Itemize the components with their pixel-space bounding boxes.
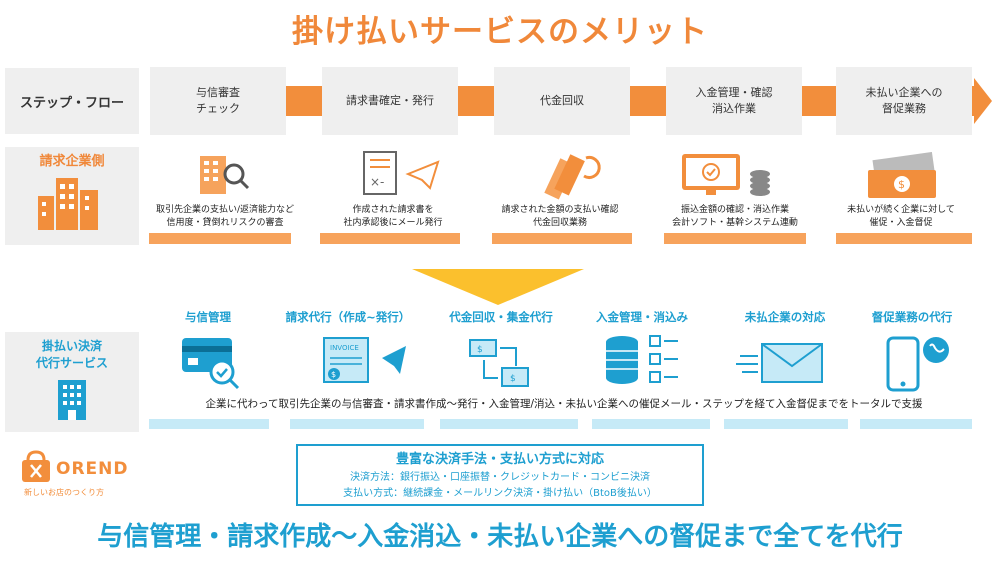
orend-logo-icon xyxy=(22,450,50,482)
blue-bar xyxy=(860,419,972,429)
money-collect-icon xyxy=(544,154,601,200)
step-reconcile: 入金管理・確認 消込作業 xyxy=(666,67,802,135)
blue-bar xyxy=(724,419,848,429)
page-title: 掛け払いサービスのメリット xyxy=(292,14,708,50)
step-credit-check: 与信審査 チェック xyxy=(150,67,286,135)
office-building-icon xyxy=(58,380,86,420)
orange-bar xyxy=(320,233,460,244)
orange-bar xyxy=(492,233,632,244)
orange-bar xyxy=(836,233,972,244)
orange-bar xyxy=(664,233,806,244)
cash-bills-icon: $ xyxy=(868,152,936,198)
blue-bar xyxy=(290,419,424,429)
payment-styles-text: 支払い方式：継続課金・メールリンク決済・掛け払い（BtoB後払い） xyxy=(343,488,657,499)
billing-item-text: 請求された金額の支払い確認 代金回収業務 xyxy=(501,205,619,228)
payment-methods-box xyxy=(296,444,704,506)
blue-bar xyxy=(440,419,578,429)
phone-chat-icon xyxy=(886,336,949,392)
payment-title: 豊富な決済手法・支払い方式に対応 xyxy=(395,452,604,467)
orange-bar xyxy=(149,233,291,244)
building-search-icon xyxy=(200,156,250,194)
service-title: 代金回収・集金代行 xyxy=(449,310,553,324)
svg-text:$: $ xyxy=(510,374,516,384)
payment-methods-text: 決済方法：銀行振込・口座振替・クレジットカード・コンビニ決済 xyxy=(350,472,650,483)
buildings-icon xyxy=(38,178,98,230)
service-title: 入金管理・消込み xyxy=(596,310,688,324)
funnel-arrow-icon xyxy=(412,269,584,305)
billing-item-text: 作成された請求書を 社内承認後にメール発行 xyxy=(343,205,443,228)
invoice-send-icon: INVOICE $ xyxy=(323,337,406,383)
service-description: 企業に代わって取引先企業の与信審査・請求書作成〜発行・入金管理/消込・未払い企業… xyxy=(205,398,923,410)
service-title: 請求代行（作成~発行） xyxy=(285,310,411,324)
service-title: 督促業務の代行 xyxy=(871,310,953,324)
step-collection: 代金回収 xyxy=(494,67,630,135)
billing-item-text: 取引先企業の支払い/返済能力など 信用度・貸倒れリスクの審査 xyxy=(155,205,295,228)
blue-bar xyxy=(149,419,269,429)
svg-text:INVOICE: INVOICE xyxy=(330,344,359,352)
step-flow-label: ステップ・フロー xyxy=(5,68,139,134)
bank-transfer-icon: $ $ xyxy=(469,339,529,387)
svg-text:$: $ xyxy=(898,178,905,191)
billing-item-text: 未払いが続く企業に対して 催促・入金督促 xyxy=(847,205,955,228)
step-invoice-issue: 請求書確定・発行 xyxy=(322,67,458,135)
invoice-send-icon: ×- xyxy=(363,151,440,195)
billing-side-label: 請求企業側 xyxy=(39,154,105,169)
monitor-coins-icon xyxy=(682,154,770,196)
step-label: 請求書確定・発行 xyxy=(346,94,434,107)
service-title: 未払企業の対応 xyxy=(744,310,826,324)
logo-tagline: 新しいお店のつくり方 xyxy=(24,488,104,497)
svg-text:$: $ xyxy=(331,370,336,379)
mail-icon xyxy=(736,343,823,383)
billing-item-text: 振込金額の確認・消込作業 会計ソフト・基幹システム連動 xyxy=(672,205,798,228)
step-label: 未払い企業への 督促業務 xyxy=(865,86,943,115)
logo-name: OREND xyxy=(56,459,129,479)
flow-arrow-head-icon xyxy=(974,78,992,124)
svg-text:×-: ×- xyxy=(370,175,384,189)
step-dunning: 未払い企業への 督促業務 xyxy=(836,67,972,135)
step-label: 与信審査 チェック xyxy=(196,86,240,115)
svg-text:$: $ xyxy=(477,345,483,355)
credit-card-check-icon xyxy=(182,338,240,390)
coins-checklist-icon xyxy=(606,335,678,384)
blue-bar xyxy=(592,419,710,429)
step-label: 代金回収 xyxy=(540,94,584,107)
service-label: 掛払い決済 代行サービス xyxy=(35,339,108,370)
step-label: 入金管理・確認 消込作業 xyxy=(695,86,773,115)
bottom-message: 与信管理・請求作成〜入金消込・未払い企業への督促まで全てを代行 xyxy=(97,522,903,552)
service-title: 与信管理 xyxy=(185,310,231,324)
